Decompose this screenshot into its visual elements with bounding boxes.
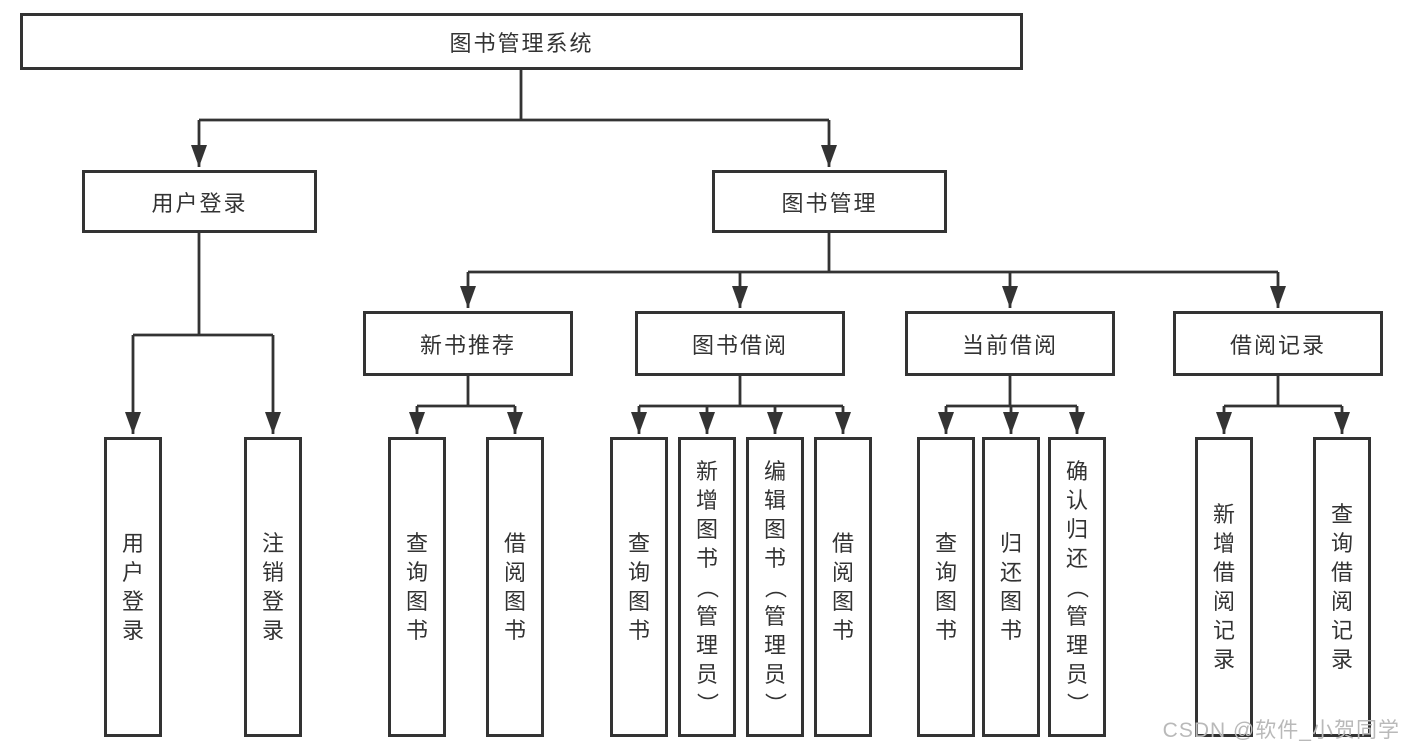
- leaf-add-borrow-record: 新增借阅记录: [1195, 437, 1253, 737]
- leaf-query-books-current: 查询图书: [917, 437, 975, 737]
- leaf-add-book-admin: 新增图书（管理员）: [678, 437, 736, 737]
- node-label: 借阅记录: [1229, 332, 1326, 358]
- leaf-edit-book-admin: 编辑图书（管理员）: [746, 437, 804, 737]
- leaf-user-login: 用户登录: [104, 437, 162, 737]
- leaf-borrow-books-borrow: 借阅图书: [814, 437, 872, 737]
- node-label: 新书推荐: [419, 332, 516, 358]
- leaf-query-books-recommend: 查询图书: [388, 437, 446, 737]
- node-root-system: 图书管理系统: [20, 13, 1023, 70]
- node-borrow-records: 借阅记录: [1173, 311, 1383, 376]
- node-label: 图书管理: [781, 190, 878, 216]
- node-new-book-recommend: 新书推荐: [363, 311, 573, 376]
- node-label: 用户登录: [151, 190, 248, 216]
- node-label: 查询借阅记录: [1330, 502, 1353, 672]
- node-label: 查询图书: [934, 531, 957, 643]
- watermark: CSDN @软件_小贺同学: [1162, 719, 1400, 742]
- node-label: 归还图书: [999, 531, 1022, 643]
- node-label: 新增图书（管理员）: [694, 458, 720, 715]
- leaf-query-books-borrow: 查询图书: [610, 437, 668, 737]
- node-label: 编辑图书（管理员）: [762, 458, 788, 715]
- leaf-borrow-books-recommend: 借阅图书: [486, 437, 544, 737]
- node-label: 查询图书: [405, 531, 428, 643]
- node-label: 借阅图书: [503, 531, 526, 643]
- node-label: 图书管理系统: [449, 30, 594, 56]
- node-label: 确认归还（管理员）: [1064, 458, 1090, 715]
- node-label: 新增借阅记录: [1212, 502, 1235, 672]
- node-label: 注销登录: [261, 531, 284, 643]
- node-label: 当前借阅: [961, 332, 1058, 358]
- node-user-login: 用户登录: [82, 170, 317, 233]
- leaf-confirm-return-admin: 确认归还（管理员）: [1048, 437, 1106, 737]
- node-label: 用户登录: [121, 531, 144, 643]
- node-label: 查询图书: [627, 531, 650, 643]
- node-label: 借阅图书: [831, 531, 854, 643]
- leaf-return-book: 归还图书: [982, 437, 1040, 737]
- node-label: 图书借阅: [691, 332, 788, 358]
- node-current-borrow: 当前借阅: [905, 311, 1115, 376]
- leaf-logout: 注销登录: [244, 437, 302, 737]
- leaf-query-borrow-record: 查询借阅记录: [1313, 437, 1371, 737]
- node-book-management: 图书管理: [712, 170, 947, 233]
- node-book-borrow: 图书借阅: [635, 311, 845, 376]
